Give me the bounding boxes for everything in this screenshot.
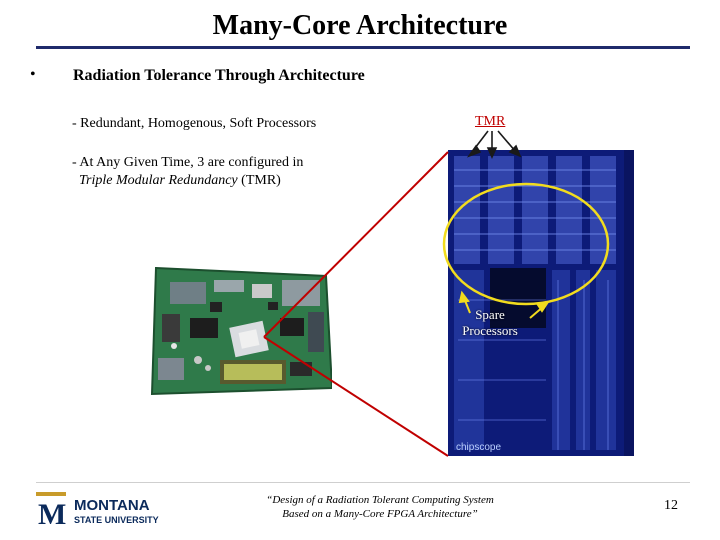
- spare-label-line1: Spare: [475, 307, 505, 322]
- bullet-marker: •: [30, 66, 36, 83]
- point-tmr-line2: Triple Modular Redundancy (TMR): [72, 172, 303, 190]
- logo-letter: M: [38, 498, 66, 528]
- spare-label-line2: Processors: [462, 323, 518, 338]
- tmr-term: Triple Modular Redundancy: [79, 173, 238, 188]
- slide-title: Many-Core Architecture: [212, 10, 508, 41]
- logo-line2: STATE UNIVERSITY: [74, 515, 159, 525]
- fpga-floorplan-image: chipscope: [448, 150, 634, 456]
- bullet-heading: Radiation Tolerance Through Architecture: [73, 67, 365, 84]
- caption-line1: “Design of a Radiation Tolerant Computin…: [266, 494, 494, 506]
- chip-watermark: chipscope: [456, 442, 501, 453]
- paper-caption: “Design of a Radiation Tolerant Computin…: [240, 493, 520, 521]
- caption-line2: Based on a Many-Core FPGA Architecture”: [282, 508, 478, 520]
- logo-line1: MONTANA: [74, 497, 150, 514]
- point-tmr-line1: - At Any Given Time, 3 are configured in: [72, 155, 304, 170]
- spare-processors-label: Spare Processors: [450, 307, 530, 339]
- tmr-abbr: (TMR): [237, 173, 281, 188]
- fpga-board-image: [150, 266, 332, 396]
- footer-rule: [36, 482, 690, 483]
- tmr-label: TMR: [475, 114, 506, 129]
- page-number: 12: [664, 498, 678, 513]
- point-tmr-configuration: - At Any Given Time, 3 are configured in…: [72, 154, 303, 190]
- montana-state-university-logo: M MONTANA STATE UNIVERSITY: [36, 492, 159, 528]
- point-redundant-processors: - Redundant, Homogenous, Soft Processors: [72, 116, 317, 131]
- title-rule: [36, 46, 690, 49]
